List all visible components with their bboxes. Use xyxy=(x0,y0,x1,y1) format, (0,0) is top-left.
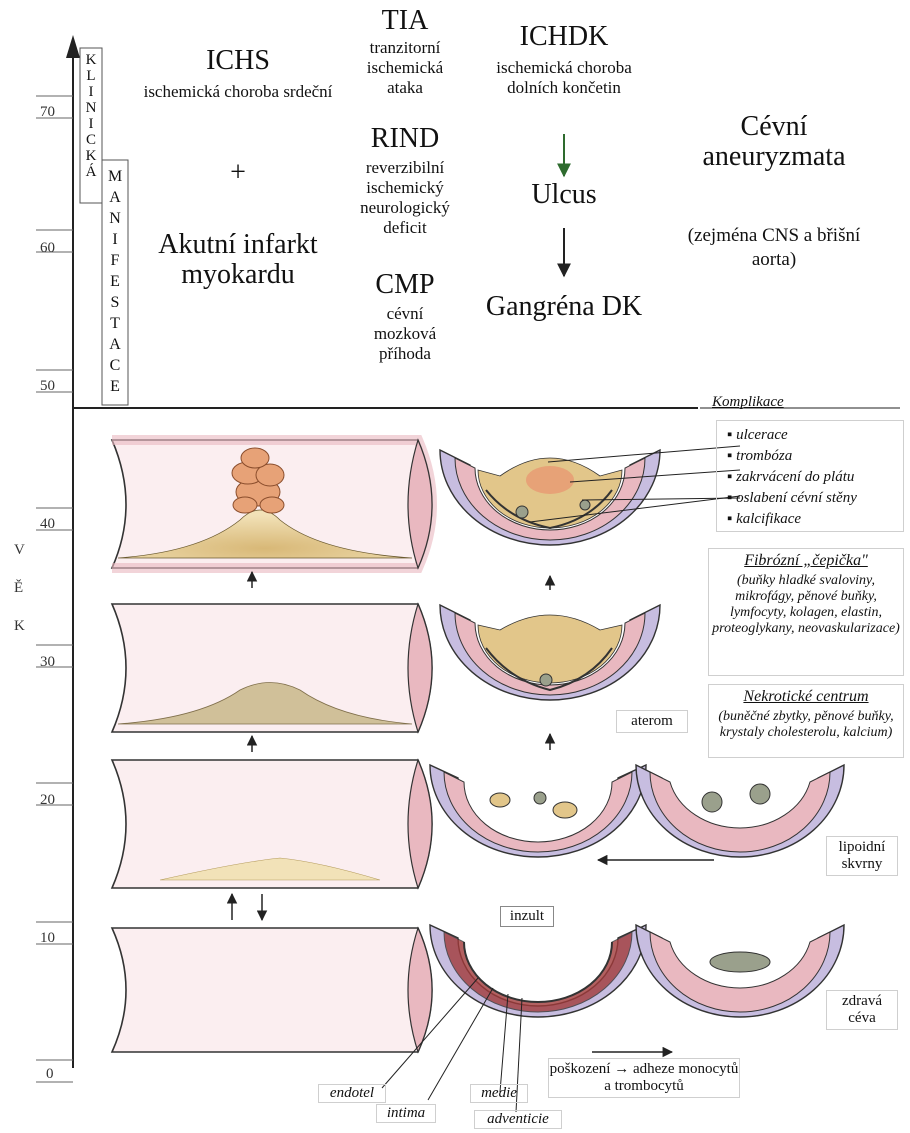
complication-item: ▪ oslabení cévní stěny xyxy=(727,488,903,509)
tick-30: 30 xyxy=(40,654,55,671)
tick-10: 10 xyxy=(40,930,55,947)
tick-20: 20 xyxy=(40,792,55,809)
gangrena: Gangréna DK xyxy=(484,292,644,322)
cmp-title: CMP xyxy=(340,270,470,300)
cross-section-lipoid xyxy=(636,765,844,857)
tick-0: 0 xyxy=(46,1066,54,1083)
fibrous-cap-box: Fibrózní „čepička" (buňky hladké svalovi… xyxy=(708,548,904,676)
plus-sign: + xyxy=(148,158,328,188)
vessel-stage-4 xyxy=(112,440,432,568)
cross-section-3 xyxy=(440,605,660,700)
complication-item: ▪ ulcerace xyxy=(727,425,903,446)
medie-label: medie xyxy=(470,1084,528,1103)
cross-section-healthy xyxy=(636,925,844,1017)
ichs-title: ICHS xyxy=(148,46,328,76)
ichs-subtitle: ischemická choroba srdeční xyxy=(140,82,336,102)
tick-50: 50 xyxy=(40,378,55,395)
ichdk-subtitle: ischemická choroba dolních končetin xyxy=(486,58,642,98)
fibrous-cap-title: Fibrózní „čepička" xyxy=(711,552,901,569)
tia-title: TIA xyxy=(340,6,470,36)
adventicie-label: adventicie xyxy=(474,1110,562,1129)
damage-label: poškození → adheze monocytů a trombocytů xyxy=(548,1058,740,1098)
cross-section-1 xyxy=(430,925,646,1017)
cross-section-2 xyxy=(430,765,646,857)
age-letter-k: K xyxy=(14,618,25,635)
acute-mi: Akutní infarkt myokardu xyxy=(158,230,318,290)
complications-title: Komplikace xyxy=(712,394,784,411)
tia-subtitle: tranzitorní ischemická ataka xyxy=(350,38,460,98)
complication-item: ▪ trombóza xyxy=(727,446,903,467)
age-axis-arrowhead xyxy=(66,35,80,58)
tick-40: 40 xyxy=(40,516,55,533)
ulcus: Ulcus xyxy=(494,180,634,210)
age-letter-v: V xyxy=(14,542,25,559)
ichdk-title: ICHDK xyxy=(494,22,634,52)
age-letter-e: Ě xyxy=(14,580,23,597)
necrotic-core-title: Nekrotické centrum xyxy=(711,688,901,705)
complications-list: ▪ ulcerace ▪ trombóza ▪ zakrvácení do pl… xyxy=(716,420,904,532)
rind-title: RIND xyxy=(340,124,470,154)
tick-70: 70 xyxy=(40,104,55,121)
aneurysm-subtitle: (zejména CNS a břišní aorta) xyxy=(674,224,874,272)
fibrous-cap-text: (buňky hladké svaloviny, mikrofágy, pěno… xyxy=(711,573,901,637)
necrotic-core-box: Nekrotické centrum (buněčné zbytky, pěno… xyxy=(708,684,904,758)
cross-section-4 xyxy=(440,450,660,545)
vessel-stage-2 xyxy=(112,760,432,888)
complication-item: ▪ zakrvácení do plátu xyxy=(727,467,903,488)
endotel-label: endotel xyxy=(318,1084,386,1103)
aneurysm-title: Cévní aneuryzmata xyxy=(674,112,874,172)
tick-60: 60 xyxy=(40,240,55,257)
cmp-subtitle: cévní mozková příhoda xyxy=(360,304,450,364)
rind-subtitle: reverzibilní ischemický neurologický def… xyxy=(348,158,462,238)
inzult-label: inzult xyxy=(500,906,554,927)
aterom-label: aterom xyxy=(616,710,688,733)
intima-label: intima xyxy=(376,1104,436,1123)
vessel-stage-1 xyxy=(112,928,432,1052)
necrotic-core-text: (buněčné zbytky, pěnové buňky, krystaly … xyxy=(711,709,901,741)
vessel-stage-3 xyxy=(112,604,432,732)
complication-item: ▪ kalcifikace xyxy=(727,509,903,530)
healthy-label: zdravá céva xyxy=(826,990,898,1030)
lipoid-label: lipoidní skvrny xyxy=(826,836,898,876)
